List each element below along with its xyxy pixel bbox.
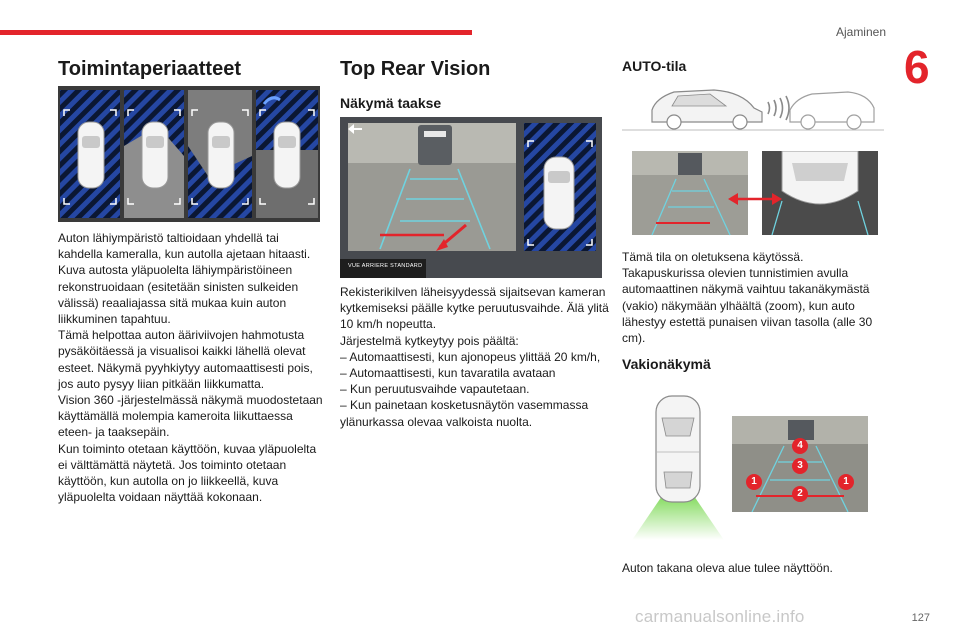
standard-view-title: Vakionäkymä [622,356,711,372]
marker-4: 4 [792,438,808,454]
chapter-number: 6 [904,41,930,93]
col2-off-item: – Automaattisesti, kun tavaratila avataa… [340,366,556,381]
col2-off-item: – Kun peruutusvaihde vapautetaan. [340,382,530,397]
top-view-cameras-illustration [58,86,320,222]
rear-view-screen-image: VUE ARRIERE STANDARD [340,117,602,278]
auto-mode-screens-illustration [632,150,878,236]
standard-view-text: Auton takana oleva alue tulee näyttöön. [622,561,833,575]
col1-body: Auton lähiympäristö taltioidaan yhdellä … [58,230,323,505]
back-arrow-icon [348,124,362,134]
car-top-illustration [632,392,724,540]
page-number: 127 [911,612,930,624]
car-sensing-illustration [622,84,884,136]
camera-views-image [58,86,320,222]
standard-view-button[interactable]: VUE ARRIERE STANDARD [348,263,423,269]
marker-2: 2 [792,486,808,502]
auto-mode-body: Tämä tila on oletuksena käytössä. Takapu… [622,249,887,346]
col2-body: Rekisterikilven läheisyydessä sijaitseva… [340,284,610,430]
section-name: Ajaminen [835,25,886,39]
col2-off-item: – Automaattisesti, kun ajonopeus ylittää… [340,349,601,364]
standard-view-screen: 4 3 1 2 1 [732,416,868,513]
double-arrow-icon [728,193,782,205]
marker-1-right: 1 [838,474,854,490]
marker-3: 3 [792,458,808,474]
col1-paragraph: Kuva autosta yläpuolelta lähiympäristöin… [58,263,299,327]
rear-view-screen-illustration [340,117,602,278]
header-accent-bar [0,30,472,35]
col2-off-title: Järjestelmä kytkeytyy pois päältä: [340,333,519,348]
col1-paragraph: Vision 360 -järjestelmässä näkymä muodos… [58,393,323,440]
auto-mode-screens [632,150,878,237]
car-side-icon [622,89,884,131]
watermark: carmanualsonline.info [635,607,805,626]
car-top-icon [632,395,724,540]
col2-subtitle: Näkymä taakse [340,95,442,111]
auto-mode-text: Tämä tila on oletuksena käytössä. [622,250,804,264]
col1-paragraph: Tämä helpottaa auton ääriviivojen hahmot… [58,328,313,391]
col2-intro: Rekisterikilven läheisyydessä sijaitseva… [340,285,609,332]
col1-paragraph: Auton lähiympäristö taltioidaan yhdellä … [58,231,311,262]
col1-title: Toimintaperiaatteet [58,58,241,80]
col2-off-item: – Kun painetaan kosketusnäytön vasemmass… [340,398,589,429]
col1-paragraph: Kun toiminto otetaan käyttöön, kuvaa ylä… [58,441,317,505]
auto-mode-title: AUTO-tila [622,58,687,74]
auto-mode-text: Takapuskurissa olevien tunnistimien avul… [622,266,873,346]
marker-1-left: 1 [746,474,762,490]
col2-title: Top Rear Vision [340,58,491,80]
